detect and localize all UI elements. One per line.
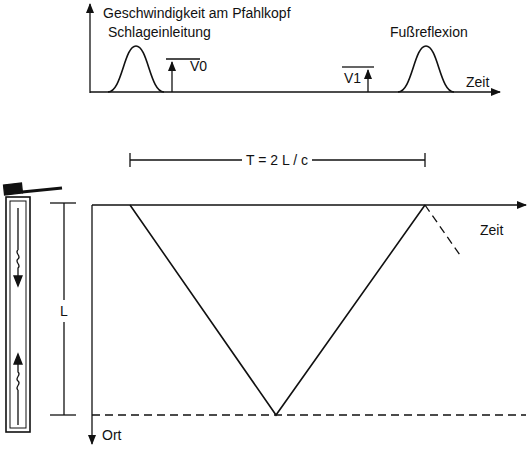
pulse-label: Fußreflexion [390, 24, 468, 40]
amplitude-tick [342, 66, 374, 67]
velocity-axis [89, 4, 90, 93]
dim-tick [50, 414, 76, 415]
axis-label: Ort [102, 427, 121, 443]
wave-path [130, 205, 425, 415]
pile-toe-line [92, 414, 526, 415]
pile-inner [10, 201, 26, 428]
dim-tick [50, 202, 76, 203]
amplitude-arrow [367, 70, 368, 92]
axis-label: Zeit [466, 74, 489, 90]
up-wave [17, 356, 19, 425]
axis-label: Zeit [480, 222, 503, 238]
pulse-label: Schlageinleitung [108, 24, 211, 40]
amplitude-label: V0 [190, 58, 207, 74]
dim-line [63, 203, 64, 300]
length-label: L [56, 303, 72, 319]
amplitude-label: V1 [344, 70, 361, 86]
time-axis [92, 204, 526, 205]
down-wave [17, 208, 19, 284]
time-axis [90, 91, 500, 92]
period-label: T = 2 L / c [242, 152, 312, 168]
dim-line [63, 322, 64, 415]
hammer-handle [22, 188, 62, 192]
axis-title: Geschwindigkeit am Pfahlkopf [103, 5, 291, 21]
depth-axis [91, 205, 92, 444]
impact-pulse [108, 46, 164, 92]
pile [6, 197, 30, 432]
hammer-head [4, 183, 23, 195]
reflection-pulse [398, 46, 454, 92]
amplitude-arrow [171, 62, 172, 92]
wave-continuation [425, 205, 462, 258]
arrow-head [14, 354, 22, 364]
arrow-head [14, 276, 22, 286]
